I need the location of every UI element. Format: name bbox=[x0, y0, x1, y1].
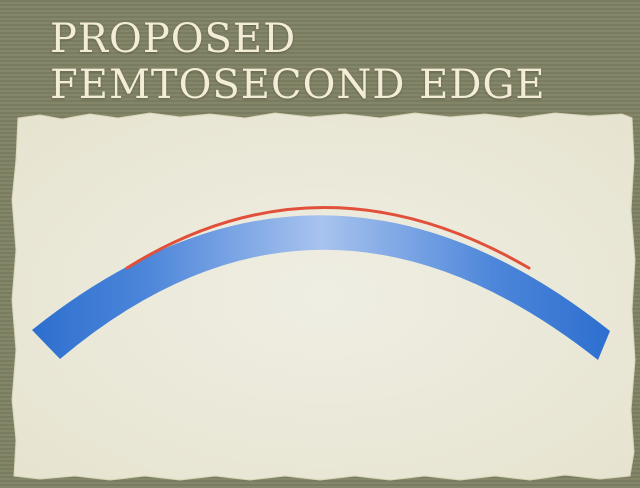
blue-arc-band bbox=[32, 215, 610, 360]
